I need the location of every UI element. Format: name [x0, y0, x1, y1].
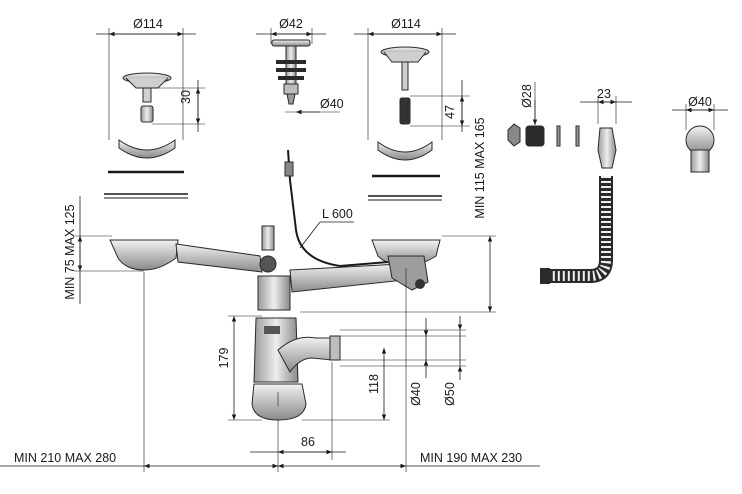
overflow-head-icon: [597, 127, 617, 169]
dim-w23: 23: [597, 87, 611, 101]
strainer-plug-icon: [140, 105, 154, 123]
small-parts-group: Ø28 23 Ø40: [507, 82, 728, 284]
overflow-cable: [287, 149, 389, 268]
dim-l600: L 600: [322, 207, 353, 221]
dim-min190max230: MIN 190 MAX 230: [420, 451, 522, 465]
dim-d114-left: Ø114: [133, 17, 163, 31]
dim-min115max165: MIN 115 MAX 165: [473, 117, 487, 218]
dim-d28: Ø28: [520, 84, 534, 108]
left-branch-pipe-icon: [175, 243, 263, 273]
main-assembly: L 600: [109, 149, 441, 421]
left-strainer-group: Ø114 30: [96, 17, 205, 199]
trap-cup-icon: [251, 383, 307, 421]
dim-w86: 86: [301, 435, 315, 449]
dim-d42: Ø42: [279, 17, 303, 31]
left-drain-icon: [109, 239, 179, 271]
dim-h30: 30: [179, 90, 193, 104]
seal-icon: [525, 125, 545, 147]
right-strainer-group: Ø114 47: [354, 17, 470, 201]
left-vertical-dims: MIN 75 MAX 125 179: [63, 196, 262, 421]
connector-icon: [507, 123, 521, 147]
dim-d40-adapter: Ø40: [688, 95, 712, 109]
dim-d50-outlet: Ø50: [443, 382, 457, 406]
bottom-dims: 86 MIN 210 MAX 280 MIN 190 MAX 230: [0, 268, 540, 472]
strainer-plug-right-icon: [399, 97, 411, 125]
dim-min75max125: MIN 75 MAX 125: [63, 204, 77, 299]
dim-d114-right: Ø114: [391, 17, 421, 31]
siphon-body-icon: [257, 275, 291, 311]
dim-d40-stem: Ø40: [320, 97, 344, 111]
right-flange-icon: [377, 141, 433, 161]
dim-d40-outlet: Ø40: [409, 382, 423, 406]
flexible-hose-icon: [545, 176, 613, 283]
right-vertical-dims: MIN 115 MAX 165 118 Ø40 Ø50: [300, 117, 496, 421]
dim-min210max280: MIN 210 MAX 280: [14, 451, 116, 465]
left-flange-icon: [118, 139, 176, 159]
popup-stem-group: Ø42 Ø40: [256, 17, 344, 115]
dim-h179: 179: [217, 348, 231, 369]
dim-h118: 118: [367, 374, 381, 394]
right-branch-pipe-icon: [289, 263, 405, 293]
dim-h47: 47: [443, 105, 457, 119]
